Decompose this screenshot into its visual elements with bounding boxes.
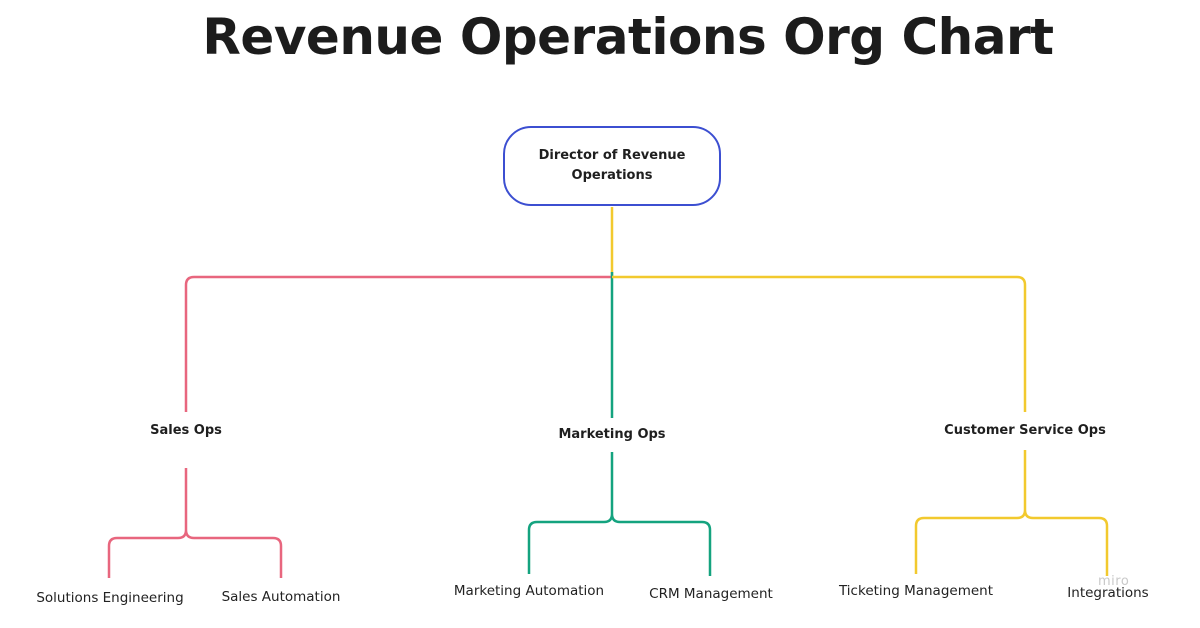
connector-sales-ops-children xyxy=(107,468,283,578)
leaf-integrations[interactable]: Integrations xyxy=(1067,585,1149,601)
leaf-crm-management[interactable]: CRM Management xyxy=(649,586,773,602)
node-customer-service-ops[interactable]: Customer Service Ops xyxy=(940,421,1110,440)
leaf-ticketing-management[interactable]: Ticketing Management xyxy=(838,583,994,599)
root-node-director[interactable]: Director of Revenue Operations xyxy=(503,126,721,206)
node-marketing-ops[interactable]: Marketing Ops xyxy=(554,425,670,444)
chart-title: Revenue Operations Org Chart xyxy=(202,8,1054,66)
miro-watermark: miro xyxy=(1098,574,1130,589)
connector-marketing-ops-children xyxy=(527,452,712,576)
connector-root-to-sales-ops xyxy=(184,275,612,412)
leaf-solutions-engineering[interactable]: Solutions Engineering xyxy=(36,590,184,606)
connector-customer-service-ops-children xyxy=(914,450,1109,576)
leaf-marketing-automation[interactable]: Marketing Automation xyxy=(453,583,605,599)
connector-root-to-customer-service-ops xyxy=(612,275,1027,412)
root-node-label: Director of Revenue Operations xyxy=(538,148,686,183)
node-sales-ops[interactable]: Sales Ops xyxy=(146,421,226,440)
leaf-sales-automation[interactable]: Sales Automation xyxy=(221,589,341,605)
